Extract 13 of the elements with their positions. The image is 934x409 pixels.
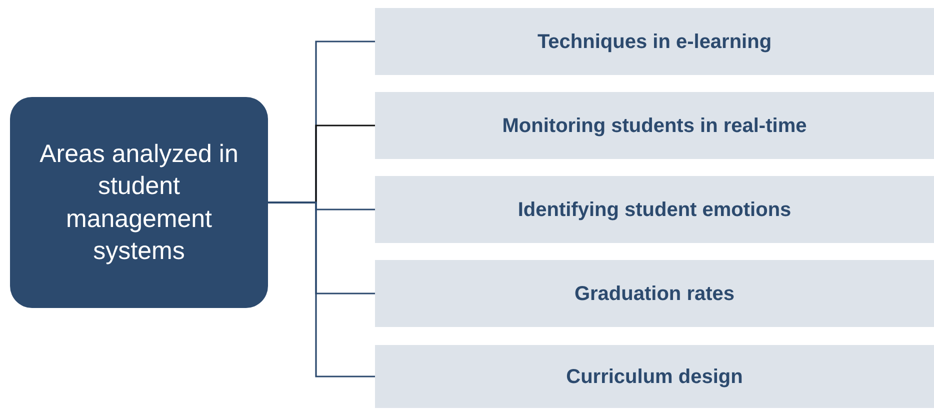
area-box bbox=[375, 92, 934, 159]
topic-label: Areas analyzed in student management systems bbox=[38, 138, 240, 267]
area-box bbox=[375, 345, 934, 408]
area-label: Monitoring students in real-time bbox=[502, 114, 807, 138]
area-box bbox=[375, 8, 934, 75]
area-label: Curriculum design bbox=[566, 364, 743, 390]
area-box bbox=[375, 260, 934, 327]
topic-box bbox=[10, 97, 268, 308]
area-label: Techniques in e-learning bbox=[537, 30, 772, 54]
connector-line bbox=[268, 202, 375, 378]
area-box bbox=[375, 176, 934, 243]
area-label: Graduation rates bbox=[574, 282, 735, 306]
area-label: Identifying student emotions bbox=[518, 198, 792, 222]
